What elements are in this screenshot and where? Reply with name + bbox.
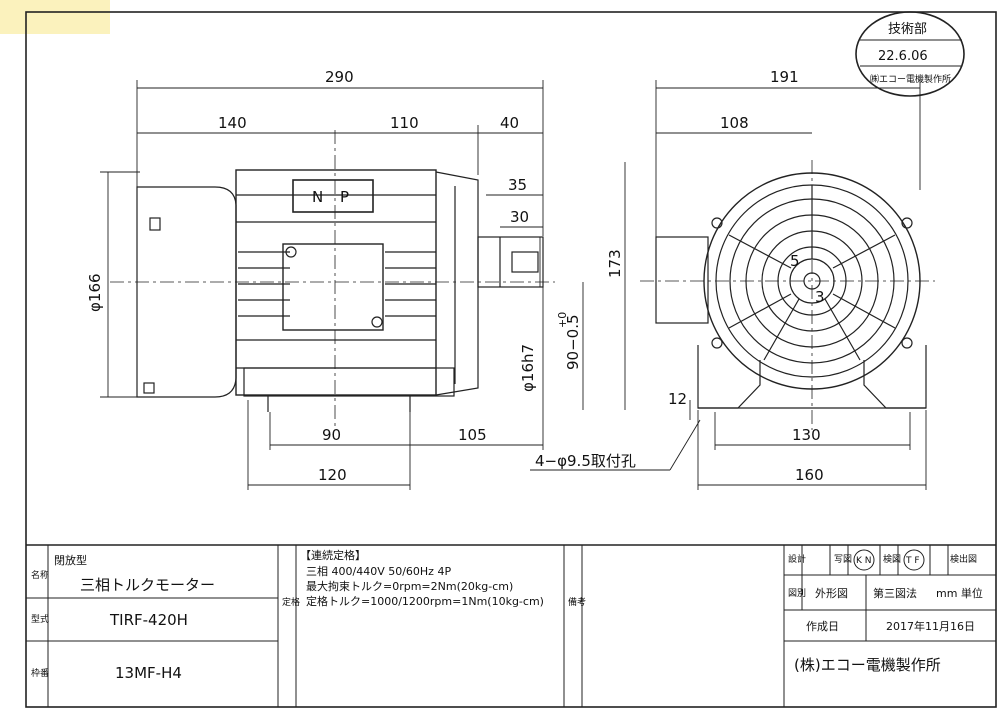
date-value: 2017年11月16日 — [886, 619, 975, 633]
model-value: TIRF-420H — [109, 611, 188, 629]
title-block-grid — [26, 545, 996, 707]
dim-30: 30 — [510, 208, 529, 226]
type-category: 閉放型 — [54, 553, 87, 567]
dim-108: 108 — [720, 114, 749, 132]
sheet-border — [25, 11, 997, 708]
dim-120: 120 — [318, 466, 347, 484]
projection: 第三図法 — [873, 586, 917, 600]
dim-shaft-tol-upper: +0 — [556, 312, 569, 328]
approval-stamp: 技術部 22.6.06 ㈱エコー電機製作所 — [855, 11, 965, 97]
rating-label: 定格 — [282, 596, 300, 608]
stamp-date: 22.6.06 — [878, 49, 928, 64]
model-label: 型式 — [31, 613, 49, 625]
dim-105: 105 — [458, 426, 487, 444]
stamp-dept: 技術部 — [888, 22, 927, 37]
rating-heading: 【連続定格】 — [300, 548, 366, 562]
side-view — [136, 169, 544, 412]
side-dimension-lines — [100, 80, 626, 490]
date-label: 作成日 — [806, 620, 839, 633]
front-view — [655, 172, 927, 409]
design-label: 設計 — [788, 553, 806, 565]
nameplate-np: N P — [312, 188, 355, 206]
dim-12: 12 — [668, 390, 687, 408]
dim-key3: 3 — [815, 288, 825, 306]
dim-140: 140 — [218, 114, 247, 132]
rating-line-3: 定格トルク=1000/1200rpm=1Nm(10kg-cm) — [306, 594, 544, 608]
print-label: 検出図 — [950, 553, 977, 565]
unit: mm 単位 — [936, 586, 983, 600]
stamp-company: ㈱エコー電機製作所 — [870, 73, 951, 85]
name-label: 名称 — [31, 569, 49, 581]
rating-line-1: 三相 400/440V 50/60Hz 4P — [306, 565, 451, 578]
dim-key5: 5 — [790, 252, 800, 270]
copy-label: 写図 — [834, 554, 852, 565]
dim-shaft-tol: 90−0.5 — [564, 314, 582, 370]
dim-160: 160 — [795, 466, 824, 484]
kn-mark: K N — [856, 556, 872, 566]
product-name: 三相トルクモーター — [80, 576, 215, 594]
mounting-holes-note: 4−φ9.5取付孔 — [535, 452, 636, 470]
dim-173: 173 — [606, 249, 624, 278]
drawing-label: 図別 — [788, 588, 806, 599]
dim-130: 130 — [792, 426, 821, 444]
front-dimension-lines — [530, 80, 927, 490]
remarks-label: 備考 — [568, 596, 586, 608]
drawing-type: 外形図 — [815, 587, 848, 600]
tf-mark: T F — [905, 556, 920, 566]
dim-shaft-dia: φ16h7 — [519, 344, 537, 392]
frame-label: 枠番 — [31, 667, 49, 679]
dim-40: 40 — [500, 114, 519, 132]
check-label: 検図 — [883, 553, 901, 565]
dim-35: 35 — [508, 176, 527, 194]
dim-dia166: φ166 — [86, 273, 104, 312]
dim-191: 191 — [770, 68, 799, 86]
dim-90: 90 — [322, 426, 341, 444]
dim-overall-length: 290 — [325, 68, 354, 86]
corner-highlight — [0, 0, 110, 34]
frame-value: 13MF-H4 — [115, 664, 182, 682]
rating-line-2: 最大拘束トルク=0rpm=2Nm(20kg-cm) — [306, 579, 513, 593]
dim-110: 110 — [390, 114, 419, 132]
company-name: (株)エコー電機製作所 — [794, 656, 941, 674]
